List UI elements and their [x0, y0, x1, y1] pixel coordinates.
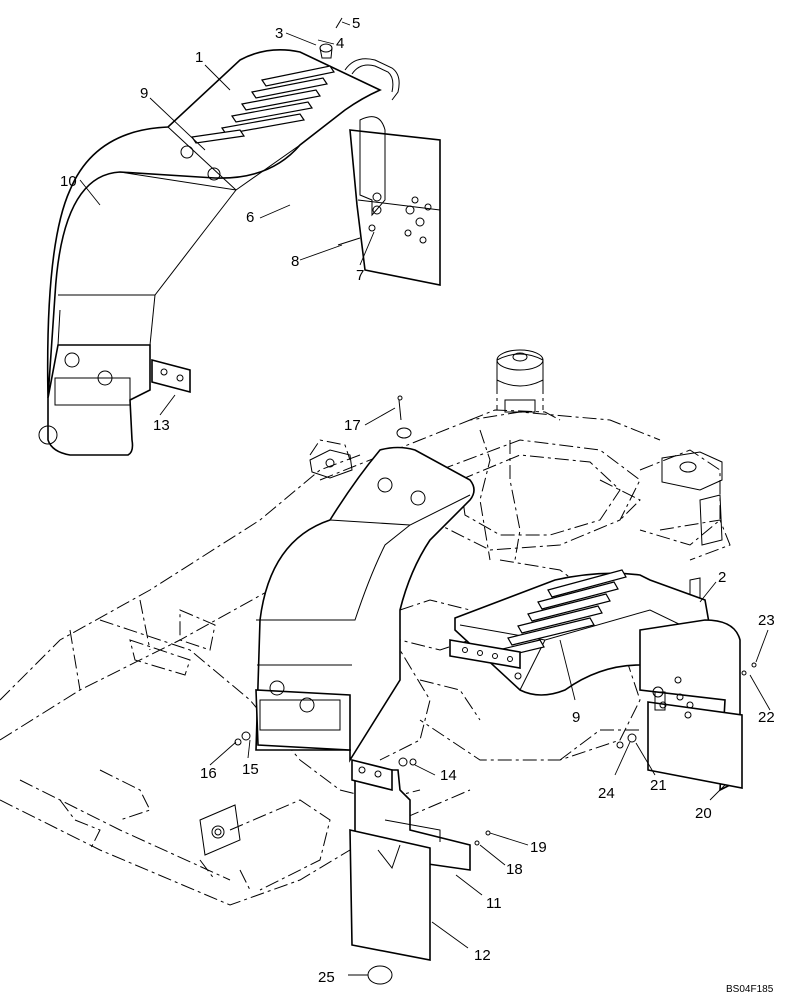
- lower-hardware: [234, 395, 757, 846]
- callout-7: 7: [356, 267, 364, 284]
- lower-right-fender: [449, 569, 741, 792]
- callout-24: 24: [598, 785, 615, 802]
- front-mud-flap: [349, 758, 471, 985]
- callout-14: 14: [440, 767, 457, 784]
- callout-19: 19: [530, 839, 547, 856]
- callout-labels: 1 2 3 4 5 6 7 8 9 9 10 11 12 13 14 15 16…: [60, 15, 775, 986]
- lower-left-fender: [255, 446, 475, 763]
- callout-16: 16: [200, 765, 217, 782]
- center-post: [496, 349, 544, 413]
- callout-3: 3: [275, 25, 283, 42]
- upper-fender-vents: [190, 65, 335, 144]
- right-mud-flap: [647, 676, 743, 789]
- upper-mount-bracket: [151, 358, 191, 394]
- callout-18: 18: [506, 861, 523, 878]
- callout-9-upper: 9: [140, 85, 148, 102]
- callout-12: 12: [474, 947, 491, 964]
- frame-left-bracket: [199, 449, 353, 856]
- callout-22: 22: [758, 709, 775, 726]
- callout-21: 21: [650, 777, 667, 794]
- callout-15: 15: [242, 761, 259, 778]
- upper-hardware: [319, 17, 376, 246]
- callout-25: 25: [318, 969, 335, 986]
- right-bracket: [661, 451, 723, 603]
- callout-17: 17: [344, 417, 361, 434]
- callout-8: 8: [291, 253, 299, 270]
- callout-11: 11: [486, 895, 502, 912]
- callout-13: 13: [153, 417, 170, 434]
- callout-4: 4: [336, 35, 344, 52]
- callout-9-lower: 9: [572, 709, 580, 726]
- lower-fender-vents: [489, 569, 627, 660]
- callout-20: 20: [695, 805, 712, 822]
- callout-23: 23: [758, 612, 775, 629]
- callout-1: 1: [195, 49, 203, 66]
- upper-rear-fender: [38, 49, 400, 456]
- drawing-code: BS04F185: [726, 984, 774, 995]
- callout-5: 5: [352, 15, 360, 32]
- callout-6: 6: [246, 209, 254, 226]
- upper-mud-flap: [349, 116, 441, 286]
- callout-2: 2: [718, 569, 726, 586]
- leader-lines: [79, 21, 771, 976]
- callout-10: 10: [60, 173, 77, 190]
